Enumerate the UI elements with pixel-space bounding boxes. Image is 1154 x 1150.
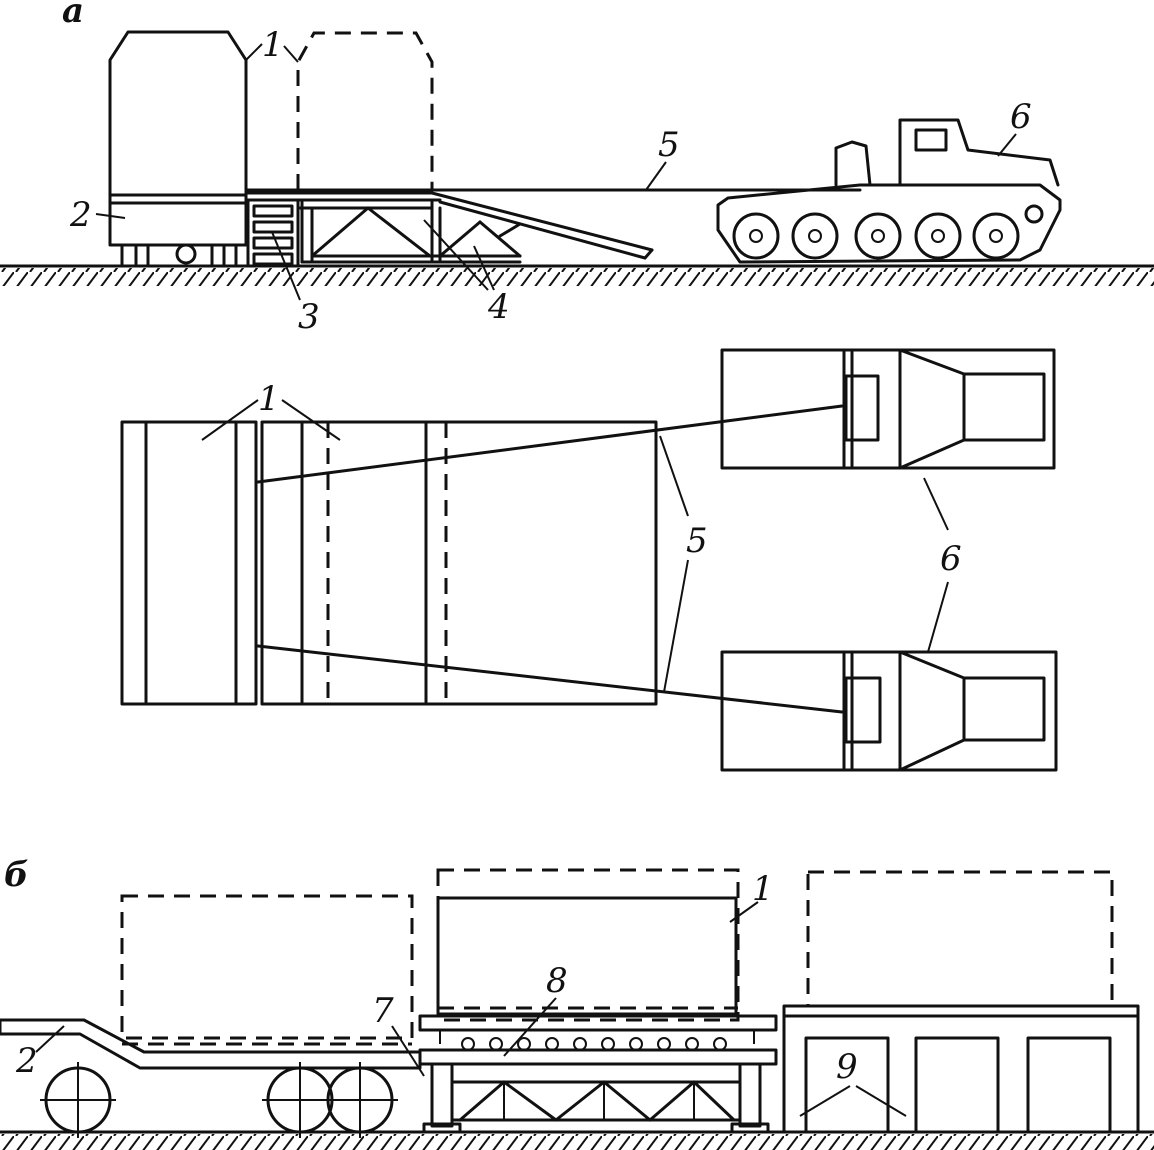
- panel-a-plan-view: 1 5 6: [120, 348, 1058, 772]
- label-3a: 3: [298, 297, 320, 337]
- label-8b: 8: [546, 961, 568, 1001]
- label-5-plan: 5: [686, 521, 708, 561]
- tracked-tractor: [716, 118, 1062, 264]
- truss-platform: [244, 191, 522, 264]
- container-on-trailer: [120, 894, 414, 1040]
- container-on-platform: [436, 896, 738, 1016]
- storage-building: [782, 870, 1140, 1134]
- label-9b: 9: [836, 1047, 858, 1087]
- label-1a: 1: [262, 25, 284, 65]
- ground-b: [0, 1130, 1154, 1150]
- label-1b: 1: [752, 869, 774, 909]
- ramp: [430, 191, 654, 260]
- cable-plan-top: [256, 404, 844, 484]
- semitrailer: [0, 894, 422, 1138]
- panel-a-label: а: [62, 0, 84, 31]
- panel-a-side-view: а: [0, 0, 1154, 337]
- tractor-plan-top: [720, 348, 1056, 470]
- container-plan-left: [120, 420, 258, 706]
- transfer-platform: [418, 868, 778, 1134]
- label-2a: 2: [69, 195, 92, 235]
- vehicle-body: [108, 193, 248, 268]
- label-5a: 5: [658, 125, 680, 165]
- container-on-vehicle: [108, 30, 248, 197]
- container-plan-right: [260, 420, 658, 706]
- label-6a: 6: [1010, 97, 1032, 137]
- label-6-plan: 6: [940, 539, 962, 579]
- label-7b: 7: [372, 991, 394, 1031]
- panel-b-side-view: б: [0, 855, 1154, 1150]
- label-4a: 4: [487, 287, 510, 327]
- tractor-plan-bottom: [720, 650, 1058, 772]
- roller-row: [461, 1037, 727, 1051]
- container-in-building: [806, 870, 1114, 1008]
- container-final-position: [296, 31, 434, 190]
- label-1-plan: 1: [258, 379, 280, 419]
- panel-b-label: б: [4, 855, 29, 895]
- ground-a: [0, 264, 1154, 286]
- cable-plan-bottom: [256, 644, 844, 714]
- label-2b: 2: [15, 1041, 38, 1081]
